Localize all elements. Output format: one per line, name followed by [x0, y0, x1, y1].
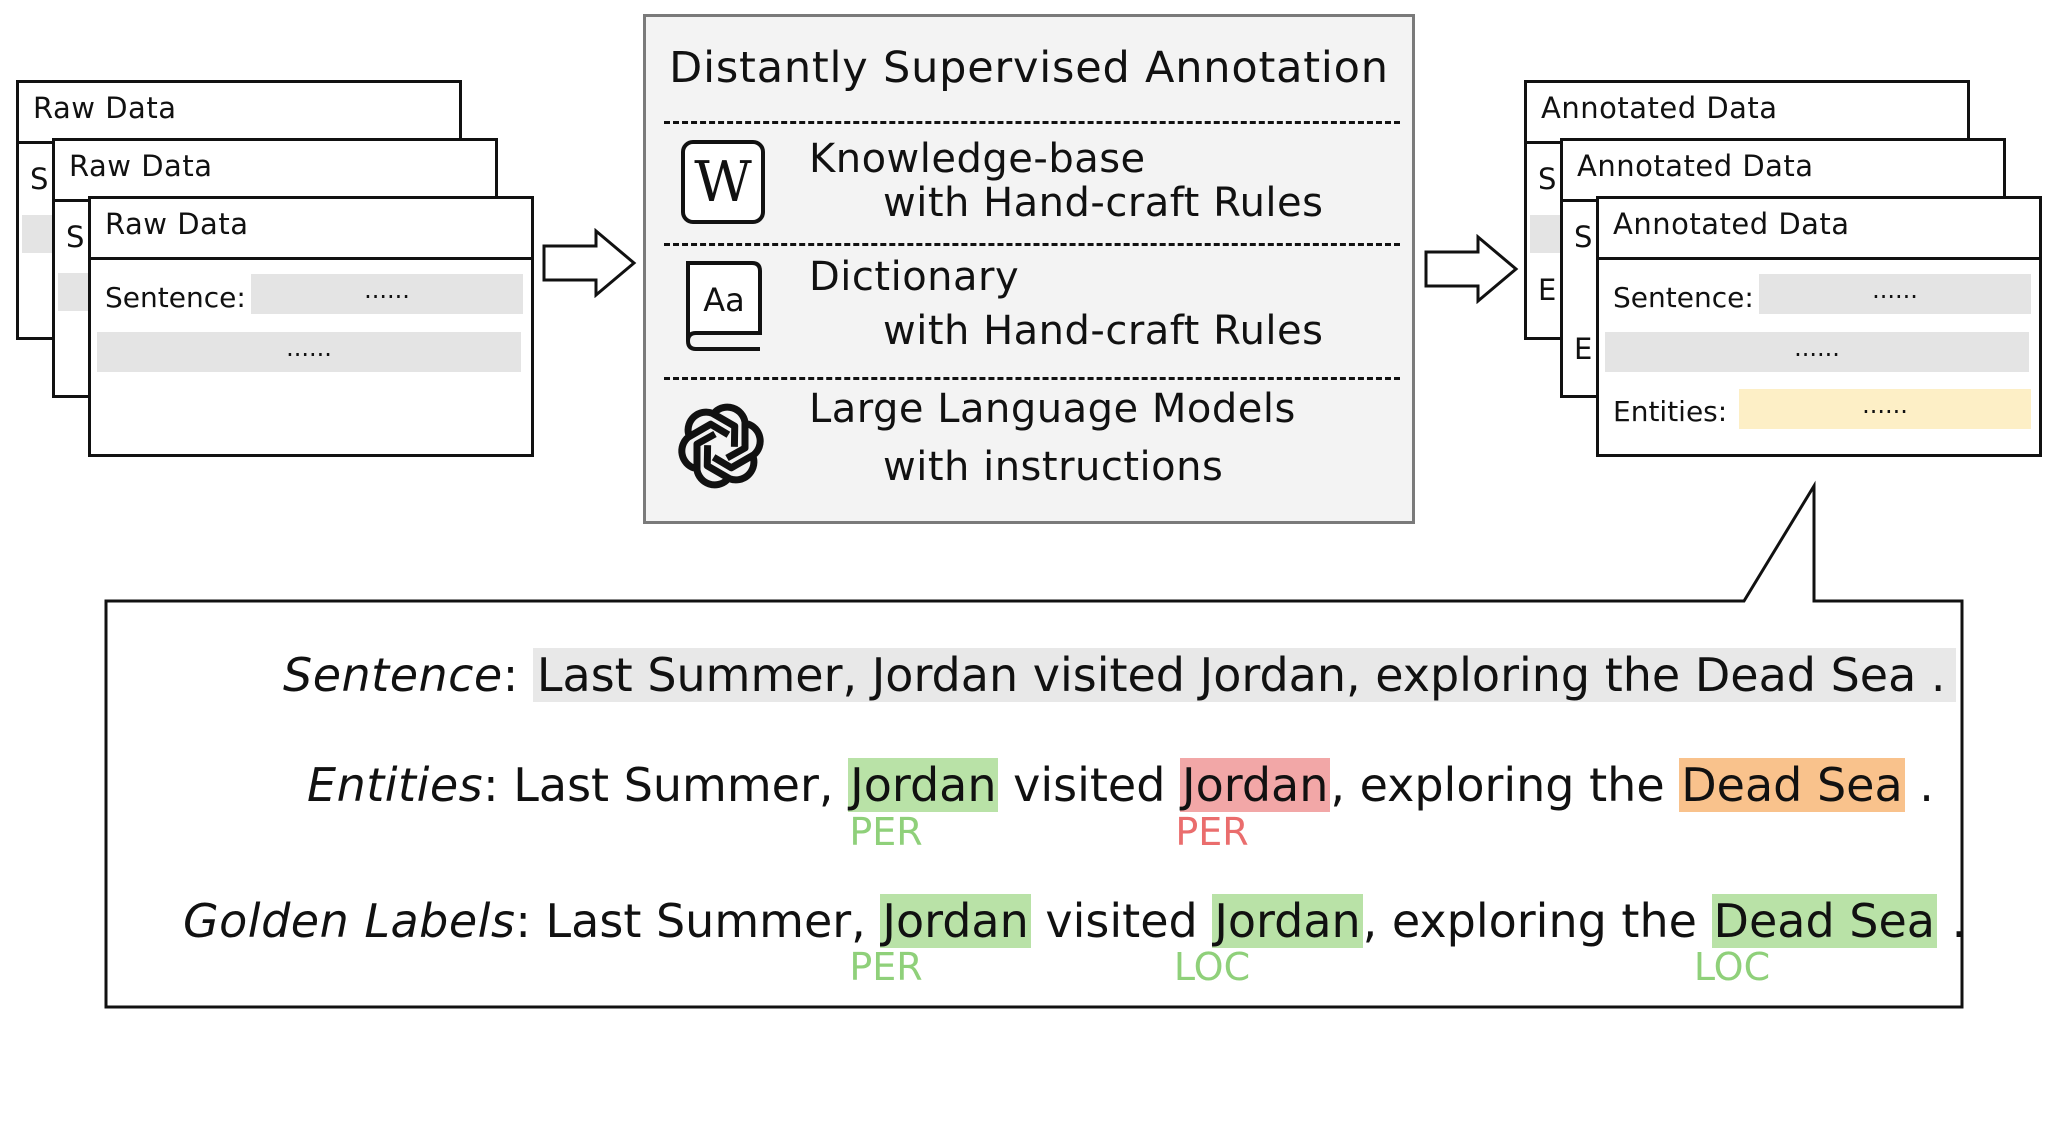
golden-span-3: Dead Sea [1711, 894, 1937, 948]
sentence-field-label: Sentence: [1613, 281, 1754, 314]
dashed-divider [664, 121, 1400, 124]
example-entities-row: Entities: Last Summer, Jordan visited Jo… [307, 758, 1934, 812]
entities-field-label: Entities: [1613, 395, 1728, 428]
dashed-divider [664, 377, 1400, 380]
entities-text-mid2: , exploring the [1330, 758, 1680, 812]
raw-data-peek-letter: S [30, 162, 49, 196]
entities-tag-1: PER [849, 810, 923, 854]
continuation-placeholder: ...... [286, 334, 332, 362]
method-title: Large Language Models [809, 386, 1296, 432]
entity-span-1: Jordan [848, 758, 999, 812]
example-sentence-row: Sentence: Last Summer, Jordan visited Jo… [283, 648, 1956, 702]
raw-data-card-title: Raw Data [69, 149, 213, 183]
sentence-placeholder: ...... [1872, 276, 1918, 304]
golden-text-post: . [1936, 894, 1967, 948]
arrow-annotation-to-annotated [1424, 234, 1519, 304]
arrow-raw-to-annotation [542, 228, 637, 298]
entities-placeholder: ...... [1862, 391, 1908, 419]
card-divider [1599, 257, 2039, 260]
annotated-card-title: Annotated Data [1613, 207, 1850, 241]
annotated-peek-letter: E [1538, 273, 1557, 307]
dashed-divider [664, 243, 1400, 246]
svg-text:Aa: Aa [703, 281, 745, 319]
annotated-card-front: Annotated Data Sentence: ...... ...... E… [1596, 196, 2042, 457]
raw-data-peek-letter: S [66, 220, 85, 254]
entities-row-label: Entities [307, 758, 484, 812]
method-title: Knowledge-base [809, 136, 1146, 182]
raw-data-card-title: Raw Data [105, 207, 249, 241]
entities-text-pre: Last Summer, [513, 758, 849, 812]
raw-data-card-title: Raw Data [33, 91, 177, 125]
raw-data-card-front: Raw Data Sentence: ...... ...... [88, 196, 534, 457]
entities-tag-2: PER [1175, 810, 1249, 854]
annotated-peek-field [1530, 215, 1560, 253]
entities-field: ...... [1739, 389, 2031, 429]
dictionary-icon: Aa [682, 257, 766, 357]
sentence-field: ...... [251, 274, 523, 314]
method-dictionary: Dictionary with Hand-craft Rules [809, 255, 1323, 353]
annotated-peek-letter: S [1538, 162, 1557, 196]
raw-data-peek-field [22, 215, 52, 253]
sentence-continuation-field: ...... [1605, 332, 2029, 372]
annotated-card-title: Annotated Data [1577, 149, 1814, 183]
sentence-field-label: Sentence: [105, 281, 246, 314]
annotated-peek-letter: S [1574, 220, 1593, 254]
golden-tag-3: LOC [1693, 945, 1771, 989]
entities-text-post: . [1904, 758, 1934, 812]
raw-data-peek-field [58, 273, 88, 311]
golden-text-pre: Last Summer, [545, 894, 881, 948]
sentence-continuation-field: ...... [97, 332, 521, 372]
sentence-placeholder: ...... [364, 276, 410, 304]
method-llm: Large Language Models with instructions [809, 387, 1296, 489]
annotated-peek-letter: E [1574, 332, 1593, 366]
golden-span-1: Jordan [880, 894, 1031, 948]
golden-row-label: Golden Labels [183, 894, 516, 948]
label-colon: : [483, 758, 514, 812]
method-subtitle: with instructions [883, 444, 1224, 490]
card-divider [91, 257, 531, 260]
openai-icon [676, 401, 766, 495]
wikipedia-icon: W [680, 139, 766, 229]
golden-span-2: Jordan [1212, 894, 1363, 948]
entity-span-2: Jordan [1180, 758, 1331, 812]
method-knowledge-base: Knowledge-base with Hand-craft Rules [809, 137, 1323, 225]
example-sentence-text: Last Summer, Jordan visited Jordan, expl… [532, 648, 1956, 702]
golden-tag-2: LOC [1173, 945, 1251, 989]
sentence-row-label: Sentence [283, 648, 503, 702]
golden-text-mid2: , exploring the [1362, 894, 1712, 948]
example-golden-row: Golden Labels: Last Summer, Jordan visit… [183, 894, 1966, 948]
entities-text-mid1: visited [998, 758, 1181, 812]
annotated-card-title: Annotated Data [1541, 91, 1778, 125]
distant-supervision-panel: Distantly Supervised Annotation W Knowle… [643, 14, 1415, 524]
sentence-field: ...... [1759, 274, 2031, 314]
golden-text-mid1: visited [1030, 894, 1213, 948]
method-subtitle: with Hand-craft Rules [883, 180, 1324, 226]
label-colon: : [502, 648, 533, 702]
entity-span-3: Dead Sea [1679, 758, 1905, 812]
method-subtitle: with Hand-craft Rules [883, 308, 1324, 354]
method-title: Dictionary [809, 254, 1020, 300]
svg-text:W: W [694, 150, 752, 215]
label-colon: : [515, 894, 546, 948]
panel-title: Distantly Supervised Annotation [669, 43, 1389, 93]
golden-tag-1: PER [849, 945, 923, 989]
continuation-placeholder: ...... [1794, 334, 1840, 362]
